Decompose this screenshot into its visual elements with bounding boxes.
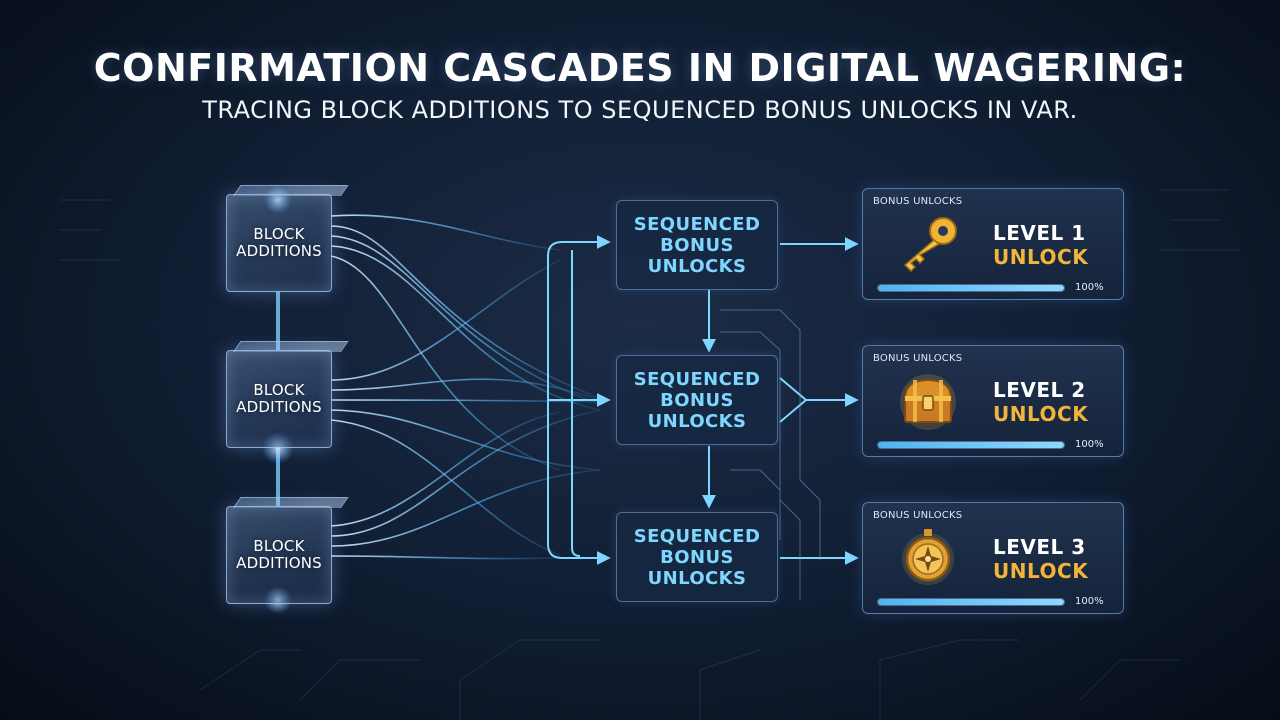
block-label: Block Additions <box>236 537 322 572</box>
block-label: Block Additions <box>236 225 322 260</box>
vault-dial-icon <box>902 529 954 585</box>
progress-bar <box>877 441 1065 449</box>
level-3-unlock-card: Bonus Unlocks Level 3 Unlock 100% <box>862 502 1124 614</box>
sequenced-bonus-unlocks-1: Sequenced Bonus Unlocks <box>616 200 778 290</box>
card-level: Level 3 <box>993 535 1086 559</box>
level-2-unlock-card: Bonus Unlocks Level 2 Unlock 100% <box>862 345 1124 457</box>
progress-bar <box>877 284 1065 292</box>
card-arrows <box>779 237 859 565</box>
page-subtitle: Tracing Block Additions to Sequenced Bon… <box>202 96 1078 124</box>
block-label: Block Additions <box>236 381 322 416</box>
level-1-unlock-card: Bonus Unlocks Level 1 Unlock 100% <box>862 188 1124 300</box>
side-connectors <box>720 309 821 600</box>
progress-percent: 100% <box>1075 439 1104 450</box>
block-additions-1: Block Additions <box>226 194 332 292</box>
circuit-traces <box>60 189 1240 720</box>
progress-fill <box>878 599 1064 605</box>
block-additions-2: Block Additions <box>226 350 332 448</box>
progress-percent: 100% <box>1075 596 1104 607</box>
card-level: Level 1 <box>993 221 1086 245</box>
bracket-connectors <box>547 235 611 565</box>
card-unlock: Unlock <box>993 245 1089 269</box>
block-additions-3: Block Additions <box>226 506 332 604</box>
sequenced-bonus-unlocks-3: Sequenced Bonus Unlocks <box>616 512 778 602</box>
treasure-chest-icon <box>900 374 956 430</box>
progress-percent: 100% <box>1075 282 1104 293</box>
data-streams <box>330 214 601 560</box>
key-icon <box>903 217 957 273</box>
progress-bar <box>877 598 1065 606</box>
sequenced-bonus-unlocks-2: Sequenced Bonus Unlocks <box>616 355 778 445</box>
progress-fill <box>878 442 1064 448</box>
card-tag: Bonus Unlocks <box>873 510 963 521</box>
progress-fill <box>878 285 1064 291</box>
card-unlock: Unlock <box>993 402 1089 426</box>
card-level: Level 2 <box>993 378 1086 402</box>
card-tag: Bonus Unlocks <box>873 353 963 364</box>
card-tag: Bonus Unlocks <box>873 196 963 207</box>
page-title: Confirmation Cascades in Digital Wagerin… <box>93 46 1187 90</box>
card-unlock: Unlock <box>993 559 1089 583</box>
